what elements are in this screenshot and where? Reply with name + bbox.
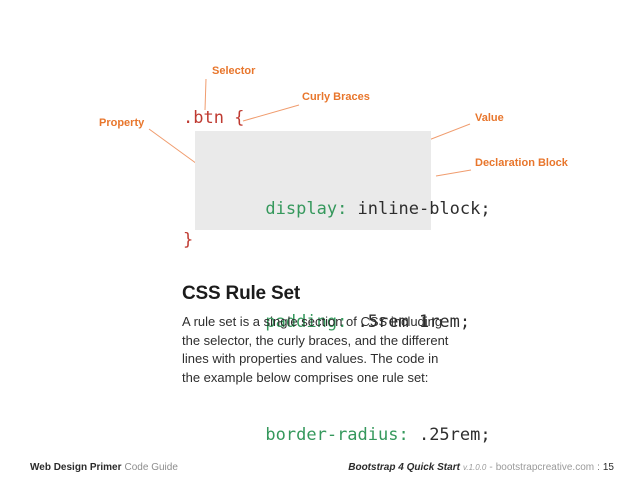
footer-page-number: 15 (602, 462, 614, 473)
code-line-display: display: inline-block; (204, 173, 490, 246)
footer-site-url: bootstrapcreative.com (495, 462, 595, 473)
code-value: inline-block; (347, 199, 491, 220)
code-property: padding: (265, 312, 348, 333)
paragraph-line: lines with properties and values. The co… (182, 351, 439, 366)
code-value: .5rem 1rem; (347, 312, 471, 333)
footer-separator: - (489, 462, 493, 473)
code-line-padding: padding: .5rem 1rem; (204, 286, 470, 359)
footer-book-title: Web Design Primer (30, 462, 122, 473)
value-annotation-label: Value (475, 112, 504, 124)
paragraph-line: the example below comprises one rule set… (182, 369, 429, 385)
code-value: .25rem; (408, 425, 491, 446)
property-annotation-label: Property (99, 117, 145, 129)
paragraph-line: the selector, the curly braces, and the … (182, 332, 449, 348)
code-property: border-radius: (265, 425, 409, 446)
curly-braces-annotation-label: Curly Braces (302, 91, 370, 103)
curly-braces-pointer-line (242, 104, 300, 122)
code-property: display: (265, 199, 348, 220)
footer-book-subtitle: Code Guide (124, 462, 178, 473)
code-line-border-radius: border-radius: .25rem; (204, 399, 490, 472)
code-declaration-block: display: inline-block; padding: .5rem 1r… (195, 131, 491, 445)
selector-pointer-line (204, 78, 207, 111)
declaration-block-annotation-label: Declaration Block (475, 157, 568, 169)
code-selector-line: .btn { (183, 108, 245, 128)
selector-annotation-label: Selector (212, 65, 256, 77)
page-title: CSS Rule Set (182, 283, 300, 304)
body-paragraph: A rule set is a single section of CSS in… (182, 313, 448, 387)
footer-page-separator: : (597, 462, 600, 473)
paragraph-line: A rule set is a single section of CSS in… (182, 314, 443, 329)
footer-guide-version: v.1.0.0 (462, 463, 487, 472)
declaration-block-pointer-line (435, 169, 472, 177)
footer-guide-title: Bootstrap 4 Quick Start (348, 462, 460, 473)
code-closing-brace: } (183, 230, 194, 250)
